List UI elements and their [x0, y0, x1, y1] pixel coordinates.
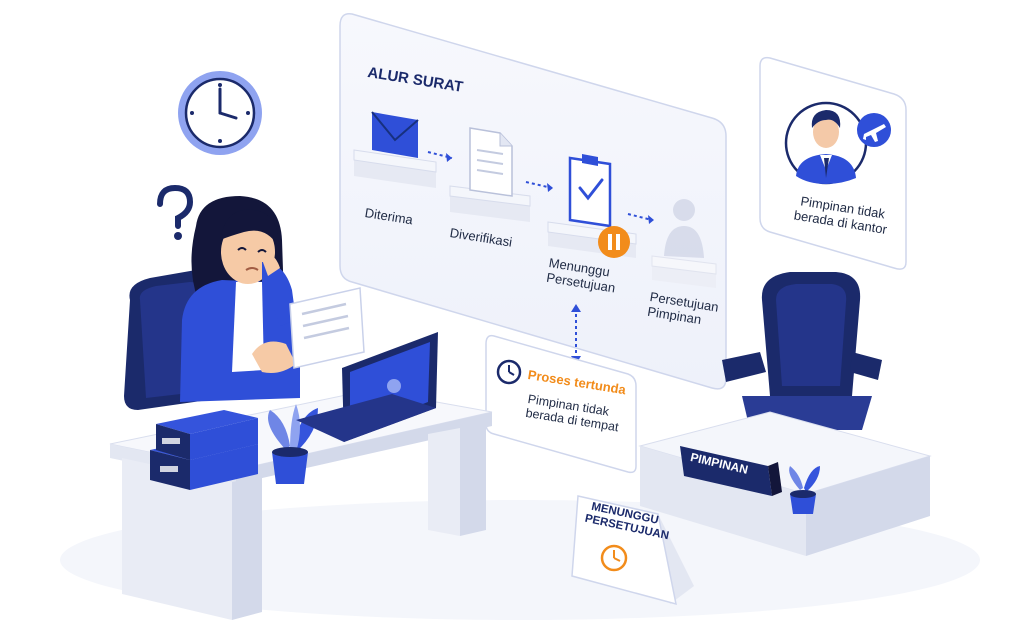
woman-figure — [180, 196, 300, 402]
person-silhouette-icon — [664, 199, 704, 258]
nameplate-block — [680, 446, 782, 496]
connector-arrow-up — [571, 304, 581, 312]
step-4-tile — [651, 255, 717, 288]
arrow-2-head — [547, 183, 553, 192]
arrow-3-head — [648, 215, 654, 224]
arrow-3 — [627, 213, 653, 221]
step-1-tile — [353, 149, 437, 188]
leader-avatar — [784, 101, 868, 185]
document-icon — [469, 127, 513, 197]
flow-panel — [339, 13, 727, 390]
airplane-icon — [857, 113, 891, 147]
arrow-2 — [525, 181, 553, 189]
clipboard-check-icon — [568, 154, 612, 228]
tent-clock-icon — [600, 544, 628, 572]
question-mark-icon — [157, 184, 194, 240]
binder-icon — [150, 410, 258, 490]
laptop-icon — [296, 332, 438, 442]
clock-icon — [178, 71, 262, 155]
status-card — [485, 334, 637, 474]
envelope-icon — [371, 111, 419, 158]
arrow-1-head — [446, 153, 452, 162]
status-clock-icon — [496, 359, 522, 385]
pause-icon — [598, 226, 630, 258]
held-document — [289, 287, 365, 369]
platform-plant-icon — [789, 466, 820, 514]
leader-platform — [638, 411, 932, 556]
